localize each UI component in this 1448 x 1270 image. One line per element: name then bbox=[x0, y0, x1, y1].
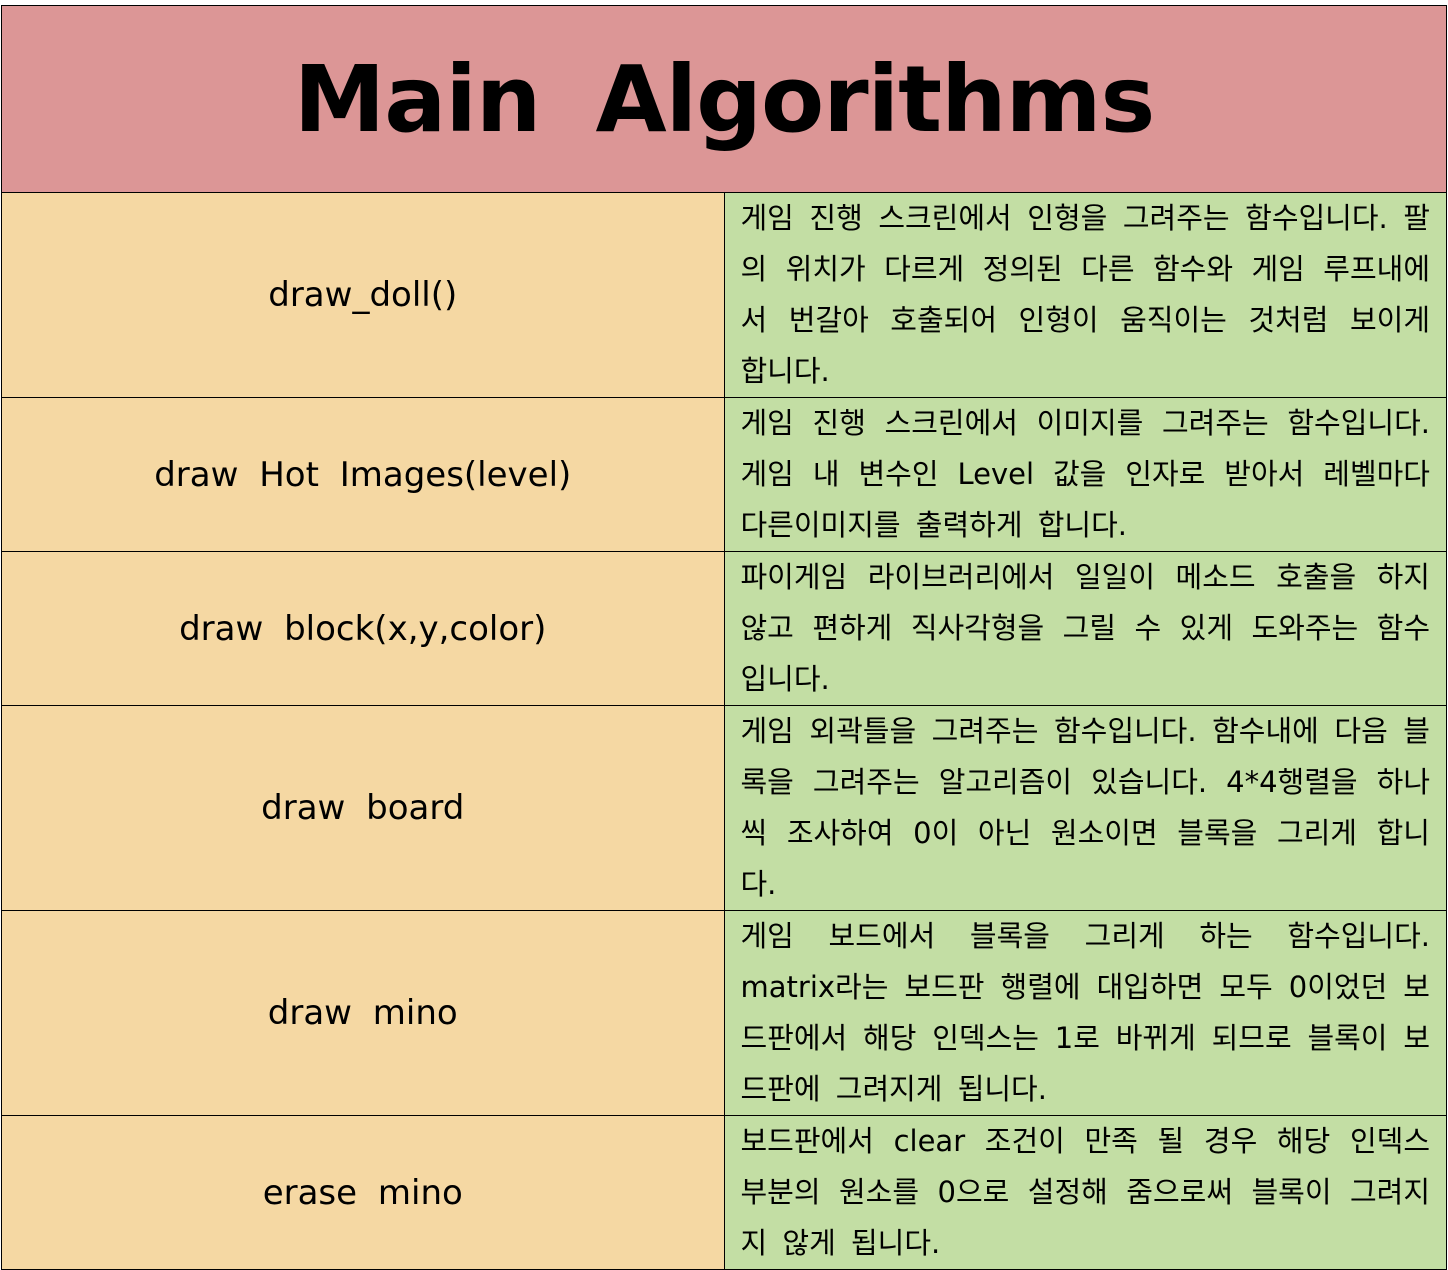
function-description: 게임 진행 스크린에서 이미지를 그려주는 함수입니다. 게임 내 변수인 Le… bbox=[723, 397, 1447, 552]
function-description: 게임 진행 스크린에서 인형을 그려주는 함수입니다. 팔의 위치가 다르게 정… bbox=[723, 192, 1447, 398]
function-description: 보드판에서 clear 조건이 만족 될 경우 해당 인덱스 부분의 원소를 0… bbox=[723, 1115, 1447, 1270]
title-row: Main Algorithms bbox=[1, 5, 1447, 193]
table-row: draw mino 게임 보드에서 블록을 그리게 하는 함수입니다. matr… bbox=[1, 910, 1447, 1116]
function-name: draw block(x,y,color) bbox=[1, 551, 725, 706]
function-name: draw Hot Images(level) bbox=[1, 397, 725, 552]
table-row: draw_doll() 게임 진행 스크린에서 인형을 그려주는 함수입니다. … bbox=[1, 192, 1447, 398]
function-name: draw mino bbox=[1, 910, 725, 1116]
table-row: draw block(x,y,color) 파이게임 라이브러리에서 일일이 메… bbox=[1, 551, 1447, 706]
main-algorithms-table: Main Algorithms draw_doll() 게임 진행 스크린에서 … bbox=[1, 5, 1447, 1270]
function-name: erase mino bbox=[1, 1115, 725, 1270]
function-name: draw board bbox=[1, 705, 725, 911]
table-row: draw board 게임 외곽틀을 그려주는 함수입니다. 함수내에 다음 블… bbox=[1, 705, 1447, 911]
function-name: draw_doll() bbox=[1, 192, 725, 398]
table-row: erase mino 보드판에서 clear 조건이 만족 될 경우 해당 인덱… bbox=[1, 1115, 1447, 1270]
function-description: 파이게임 라이브러리에서 일일이 메소드 호출을 하지않고 편하게 직사각형을 … bbox=[723, 551, 1447, 706]
table-title: Main Algorithms bbox=[1, 5, 1447, 193]
function-description: 게임 외곽틀을 그려주는 함수입니다. 함수내에 다음 블록을 그려주는 알고리… bbox=[723, 705, 1447, 911]
table-row: draw Hot Images(level) 게임 진행 스크린에서 이미지를 … bbox=[1, 397, 1447, 552]
function-description: 게임 보드에서 블록을 그리게 하는 함수입니다. matrix라는 보드판 행… bbox=[723, 910, 1447, 1116]
